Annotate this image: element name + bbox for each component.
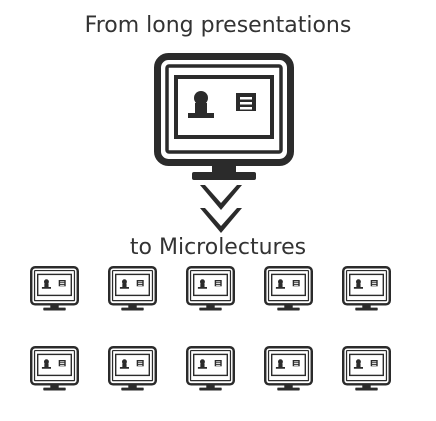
small-monitor-icon <box>264 346 313 392</box>
small-monitor-icon <box>342 346 391 392</box>
small-monitor-icon <box>30 346 80 392</box>
small-monitor-icon <box>264 266 313 312</box>
heading-from-long-presentations: From long presentations <box>84 13 352 38</box>
small-monitor-icon <box>107 266 158 312</box>
heading-to-microlectures: to Microlectures <box>129 235 307 260</box>
small-monitor-icon <box>107 346 158 392</box>
small-monitor-icon <box>186 266 236 312</box>
small-monitor-icon <box>30 266 80 312</box>
small-monitor-icon <box>342 266 391 312</box>
double-chevron-down-icon <box>200 185 242 233</box>
small-monitor-icon <box>186 346 236 392</box>
